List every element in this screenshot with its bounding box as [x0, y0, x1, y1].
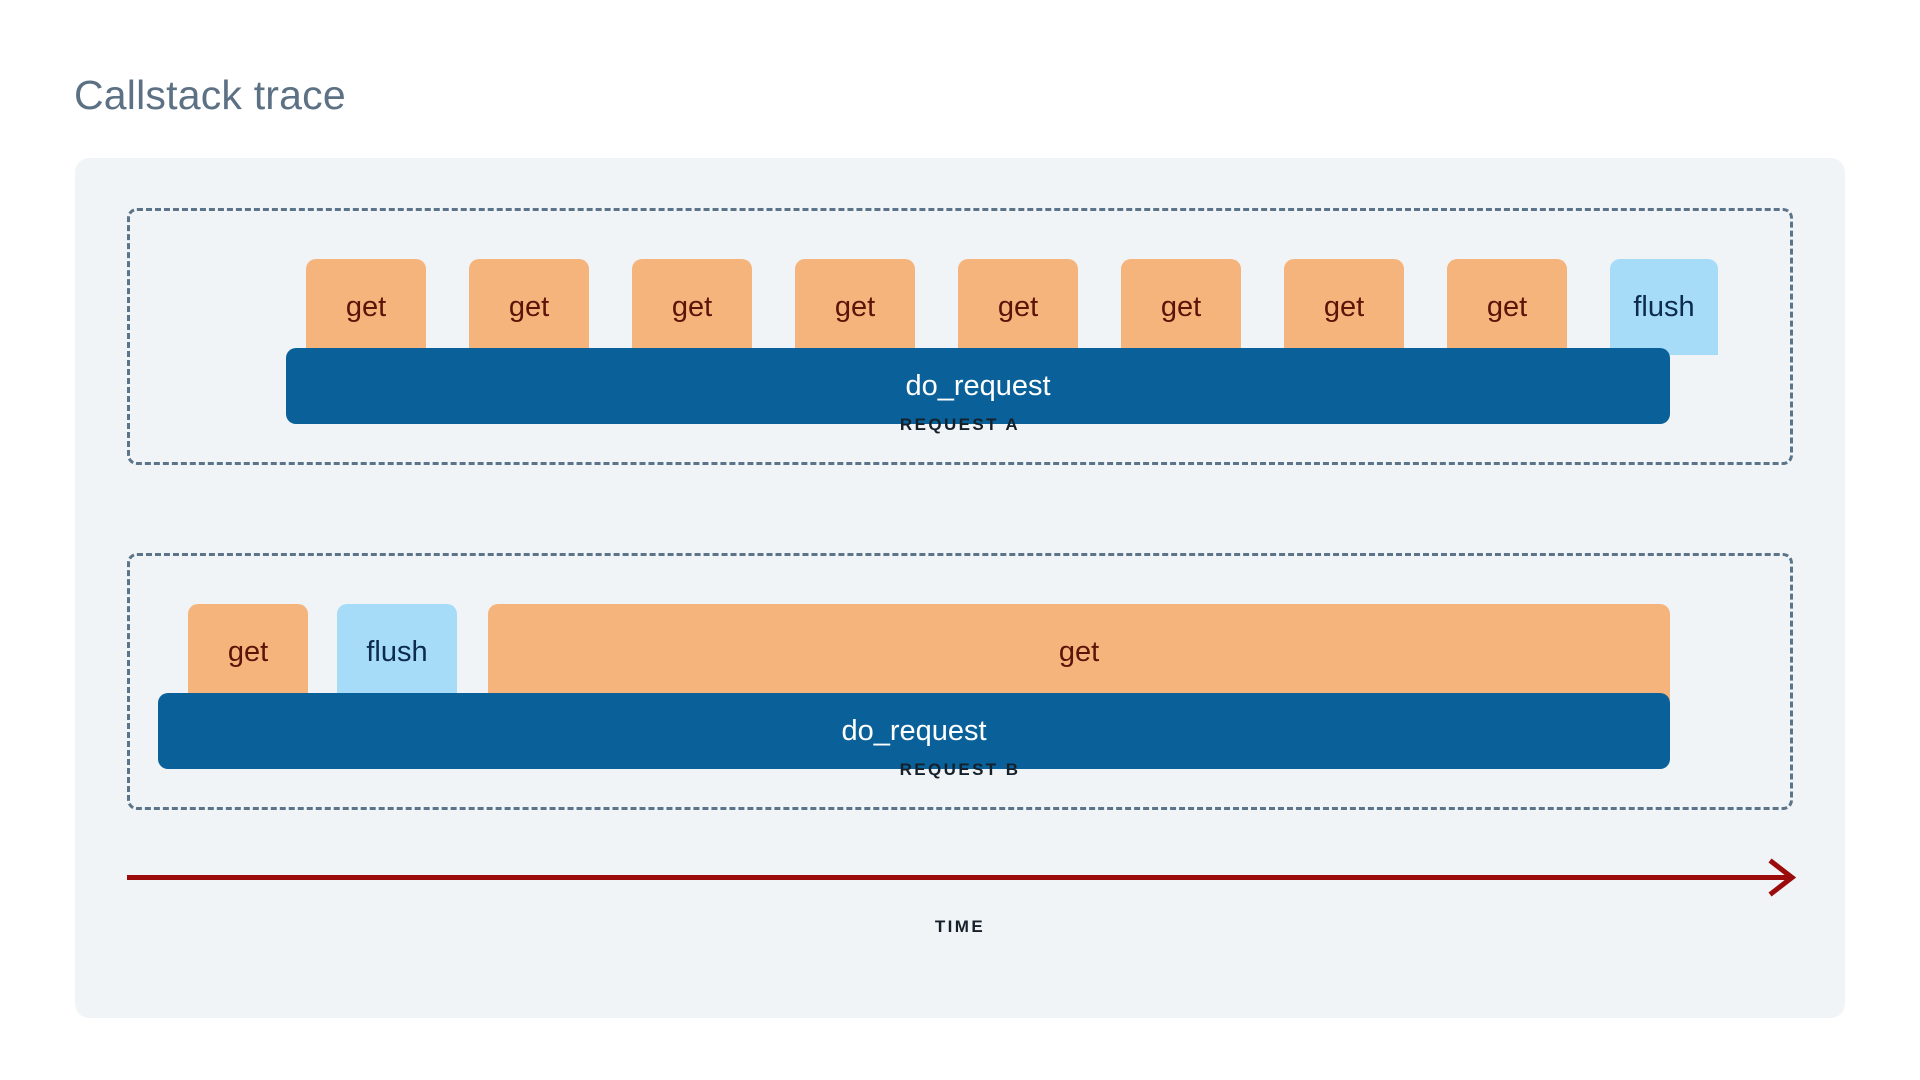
request-group-b-label: REQUEST B — [899, 760, 1021, 779]
block-get[interactable]: get — [632, 259, 752, 355]
block-get[interactable]: get — [1447, 259, 1567, 355]
block-do-request[interactable]: do_request — [286, 348, 1670, 424]
time-axis-line — [127, 875, 1793, 880]
lane-a-children: get get get get get get get get flush — [130, 259, 1790, 355]
page-title: Callstack trace — [74, 72, 346, 118]
arrow-right-icon — [1768, 858, 1796, 897]
block-flush[interactable]: flush — [1610, 259, 1718, 355]
lane-b-children: get flush get — [130, 604, 1790, 700]
request-group-a-label: REQUEST A — [899, 415, 1021, 434]
block-get[interactable]: get — [488, 604, 1670, 700]
request-group-b: get flush get do_request REQUEST B — [127, 553, 1793, 810]
lane-b-parent: do_request — [130, 693, 1790, 769]
time-axis: TIME — [127, 857, 1796, 947]
block-get[interactable]: get — [795, 259, 915, 355]
block-get[interactable]: get — [469, 259, 589, 355]
request-group-a: get get get get get get get get flush do… — [127, 208, 1793, 465]
block-get[interactable]: get — [958, 259, 1078, 355]
block-do-request[interactable]: do_request — [158, 693, 1670, 769]
lane-a-parent: do_request — [130, 348, 1790, 424]
block-get[interactable]: get — [188, 604, 308, 700]
time-axis-label: TIME — [934, 917, 986, 936]
block-get[interactable]: get — [1121, 259, 1241, 355]
block-get[interactable]: get — [306, 259, 426, 355]
block-get[interactable]: get — [1284, 259, 1404, 355]
callstack-trace-card: get get get get get get get get flush do… — [75, 158, 1845, 1018]
block-flush[interactable]: flush — [337, 604, 457, 700]
